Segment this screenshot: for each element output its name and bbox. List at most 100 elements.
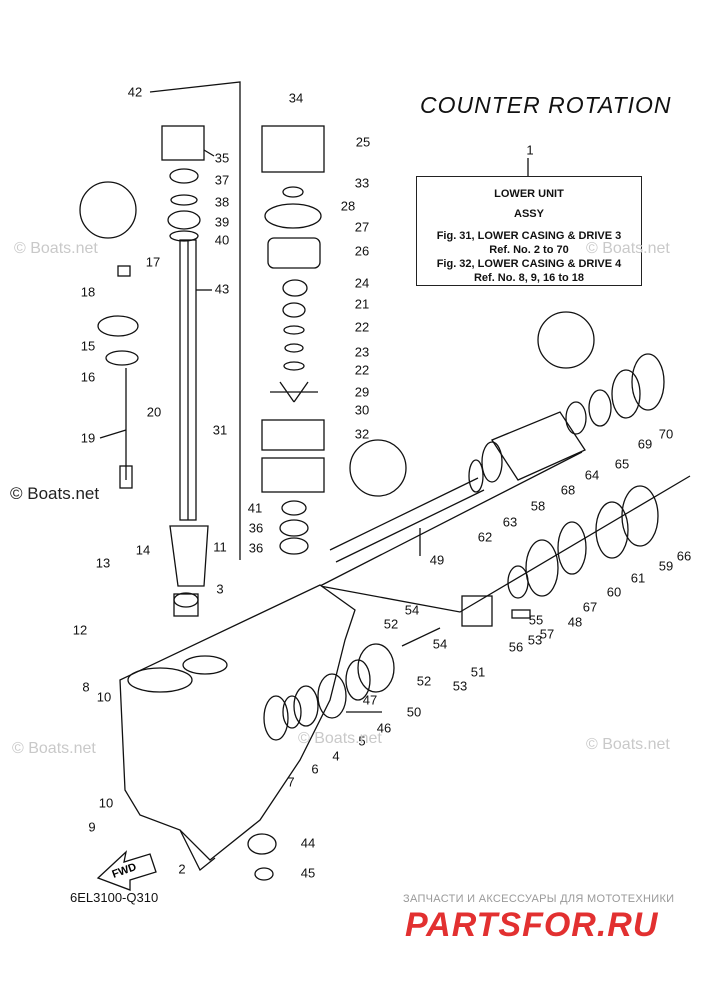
lower-casing [119,584,356,861]
callout-label: 21 [354,296,370,312]
callout-label: 53 [527,632,543,648]
callout-label: 47 [362,692,378,708]
callout-label: 30 [354,402,370,418]
reference-box: LOWER UNIT ASSY Fig. 31, LOWER CASING & … [416,176,642,286]
shop-logo: PARTSFOR.RU [405,906,659,944]
part-55-pin [511,609,531,619]
leader-19 [99,429,127,439]
part-37-bearing [169,168,199,184]
callout-label: 38 [214,194,230,210]
callout-label: 42 [127,84,143,100]
callout-label: 11 [213,539,227,555]
callout-label: 3 [216,581,224,597]
callout-label: 51 [470,664,486,680]
part-67 [525,539,559,597]
part-22a [283,325,305,335]
watermark-faint-3: © Boats.net [12,740,96,757]
callout-label: 66 [676,548,692,564]
callout-label: 65 [614,456,630,472]
part-6 [282,695,302,729]
part-3-bushing [173,592,199,608]
callout-label: 4 [332,748,340,764]
part-36a [279,519,309,537]
ref-line-4: Ref. No. 2 to 70 [489,244,569,256]
watermark-faint-4: © Boats.net [298,730,382,747]
frame-line-left [149,81,241,560]
callout-label: 70 [658,426,674,442]
part-45-nut [254,867,274,881]
callout-label: 34 [288,90,304,106]
callout-label: 49 [429,552,445,568]
part-15-holder [97,315,139,337]
part-36b [279,537,309,555]
callout-label: 45 [300,865,316,881]
callout-label: 50 [406,704,422,720]
casing-top-opening-2 [182,655,228,675]
callout-label: 20 [146,404,162,420]
frame-line-right-bottom [319,475,691,613]
part-25-pump-housing [261,125,325,173]
part-27-gasket [264,203,322,229]
callout-label: 9 [88,819,96,835]
callout-label: 35 [214,150,230,166]
watermark-faint-1: © Boats.net [14,240,98,257]
callout-label: 46 [376,720,392,736]
frame-line-mid [319,451,583,587]
part-7 [263,695,289,741]
callout-label: 14 [135,542,151,558]
callout-label: 19 [80,430,96,446]
callout-label: 23 [354,344,370,360]
callout-label: 57 [539,626,555,642]
part-58-bearing-housing [491,411,586,481]
callout-circle-left [79,181,137,239]
casing-skeg [179,829,216,872]
part-50-pinion [357,643,395,693]
part-5 [317,673,347,719]
part-29-impeller [270,381,318,403]
part-38-ring [170,194,198,206]
part-31-plate [261,419,325,451]
callout-label: 55 [528,612,544,628]
callout-label: 60 [606,584,622,600]
part-59 [621,485,659,547]
callout-label: 17 [145,254,161,270]
callout-label: 54 [432,636,448,652]
part-4 [293,685,319,727]
part-26-impeller-housing [267,237,321,269]
callout-label: 41 [247,500,263,516]
callout-label: 36 [248,540,264,556]
part-39-seal [167,210,201,230]
watermark-main: © Boats.net [10,484,100,503]
callout-label: 37 [214,172,230,188]
watermark-faint-5: © Boats.net [586,736,670,753]
part-61 [595,501,629,559]
callout-label: 8 [82,679,90,695]
part-49-prop-shaft [329,477,479,551]
callout-label: 33 [354,175,370,191]
callout-label: 63 [502,514,518,530]
callout-label: 64 [584,467,600,483]
callout-label: 18 [80,284,96,300]
callout-label: 31 [212,422,228,438]
callout-label: 48 [567,614,583,630]
callout-label: 10 [98,795,114,811]
callout-label: 68 [560,482,576,498]
callout-label: 5 [358,733,366,749]
callout-label: 58 [530,498,546,514]
callout-label: 36 [248,520,264,536]
part-32-gasket [261,457,325,493]
part-44-gear [247,833,277,855]
callout-label: 52 [383,616,399,632]
callout-label: 44 [300,835,316,851]
callout-label: 22 [354,319,370,335]
diagram-title: COUNTER ROTATION [420,92,672,118]
ref-number: 1 [526,142,534,158]
part-35-housing [161,125,205,161]
callout-label: 39 [214,214,230,230]
ref-line-6: Ref. No. 8, 9, 16 to 18 [473,272,585,284]
callout-label: 62 [477,529,493,545]
part-70 [631,353,665,411]
part-65 [588,389,612,427]
part-41 [281,500,307,516]
callout-label: 10 [96,689,112,705]
